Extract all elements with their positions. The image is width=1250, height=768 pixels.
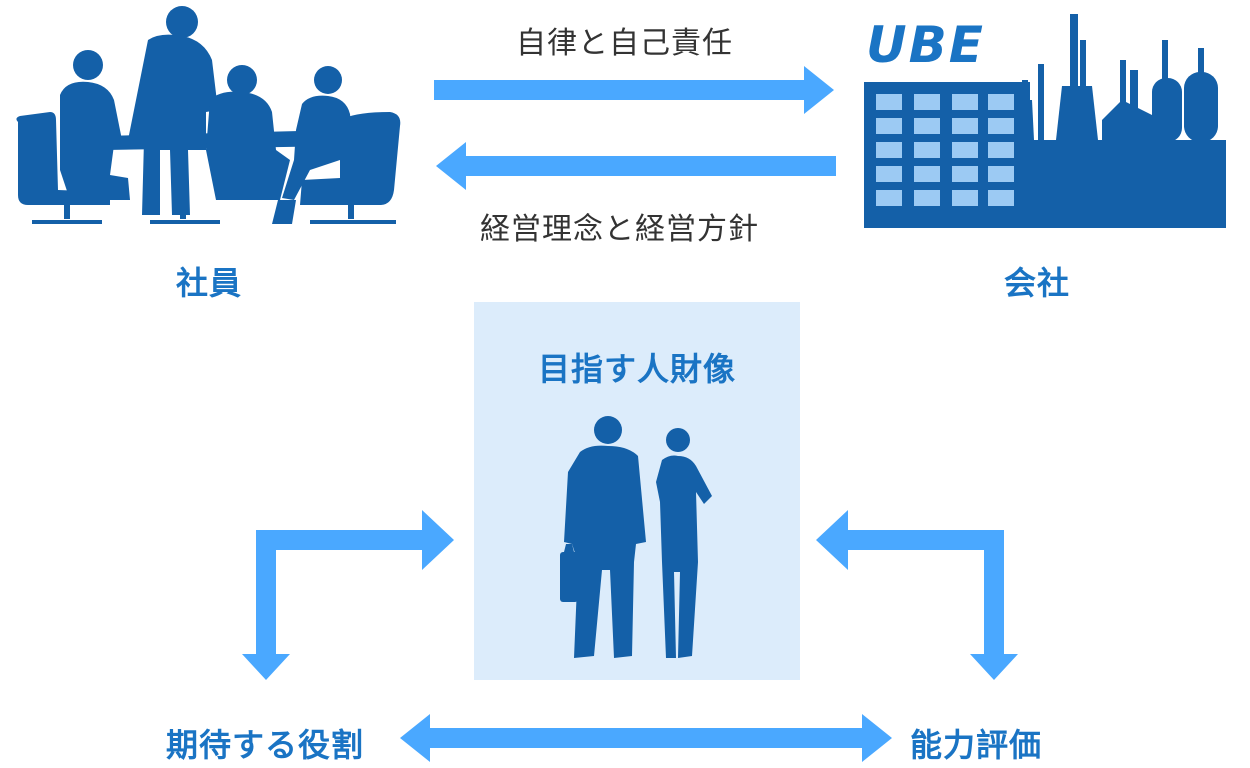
meeting-people-icon [16, 6, 401, 224]
arrow-right-loop [816, 510, 1018, 680]
target-talent-box: 目指す人財像 [474, 302, 800, 680]
autonomy-responsibility-label: 自律と自己責任 [516, 26, 733, 61]
arrow-left-loop [242, 510, 454, 680]
ability-evaluation-label: 能力評価 [910, 726, 1043, 764]
expected-role-label: 期待する役割 [166, 726, 365, 764]
ube-logo-text: UBE [866, 16, 985, 74]
target-talent-title: 目指す人財像 [537, 350, 736, 388]
business-people-icon [560, 416, 712, 658]
philosophy-policy-label: 経営理念と経営方針 [480, 212, 759, 247]
employees-label: 社員 [176, 264, 243, 302]
arrow-right-to-company [434, 66, 834, 114]
company-label: 会社 [1004, 264, 1071, 302]
arrow-left-to-employees [436, 142, 836, 190]
arrow-double-bottom [400, 714, 892, 762]
ube-factory-icon: UBE [864, 14, 1226, 228]
